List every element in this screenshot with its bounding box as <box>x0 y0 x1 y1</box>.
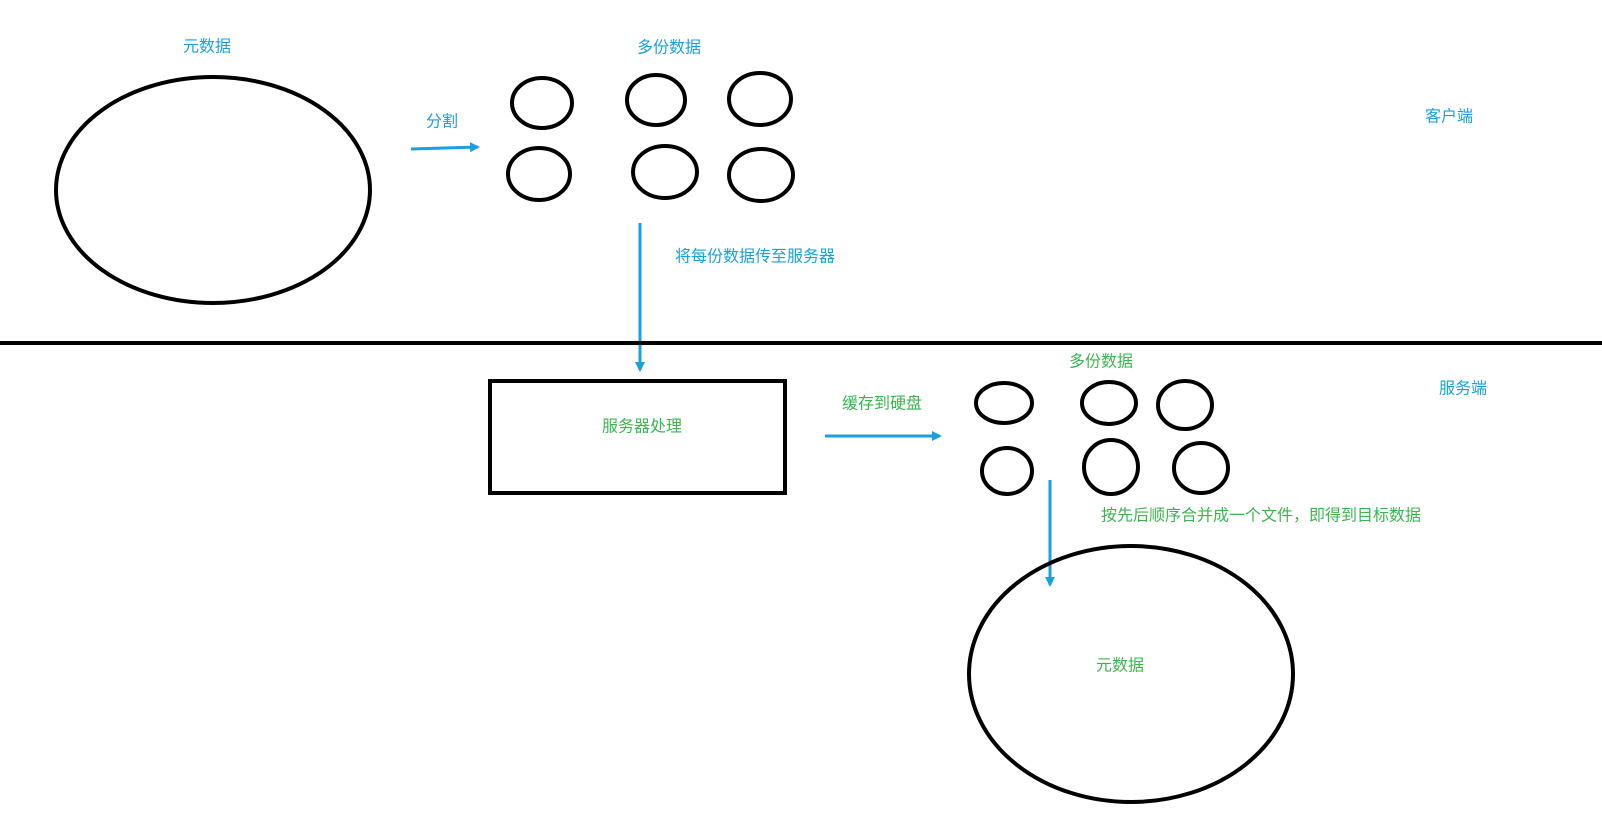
chunk <box>1172 441 1230 495</box>
result-data-label: 元数据 <box>1096 656 1144 675</box>
server-chunks <box>974 379 1230 496</box>
chunk <box>727 71 793 127</box>
chunk <box>980 446 1034 496</box>
split-label: 分割 <box>426 112 458 131</box>
client-chunks <box>506 71 795 203</box>
chunk <box>506 146 572 202</box>
result-data-ellipse <box>967 544 1295 804</box>
chunk <box>625 73 687 127</box>
chunk <box>631 144 699 200</box>
server-chunks-label: 多份数据 <box>1069 352 1133 371</box>
chunk <box>727 147 795 203</box>
server-process-box <box>488 379 787 495</box>
source-data-label: 元数据 <box>183 37 231 56</box>
chunk <box>510 76 574 130</box>
cache-label: 缓存到硬盘 <box>842 394 922 413</box>
server-process-label: 服务器处理 <box>602 417 682 436</box>
chunk <box>1082 438 1140 496</box>
split-arrow <box>410 142 480 153</box>
upload-label: 将每份数据传至服务器 <box>675 247 835 266</box>
chunk <box>1080 380 1138 426</box>
chunk <box>1156 379 1214 431</box>
server-zone-label: 服务端 <box>1439 379 1487 398</box>
client-zone-label: 客户端 <box>1425 107 1473 126</box>
source-data-ellipse <box>54 75 372 305</box>
merge-label: 按先后顺序合并成一个文件，即得到目标数据 <box>1101 506 1421 525</box>
client-chunks-label: 多份数据 <box>637 38 701 57</box>
chunk <box>974 381 1034 425</box>
